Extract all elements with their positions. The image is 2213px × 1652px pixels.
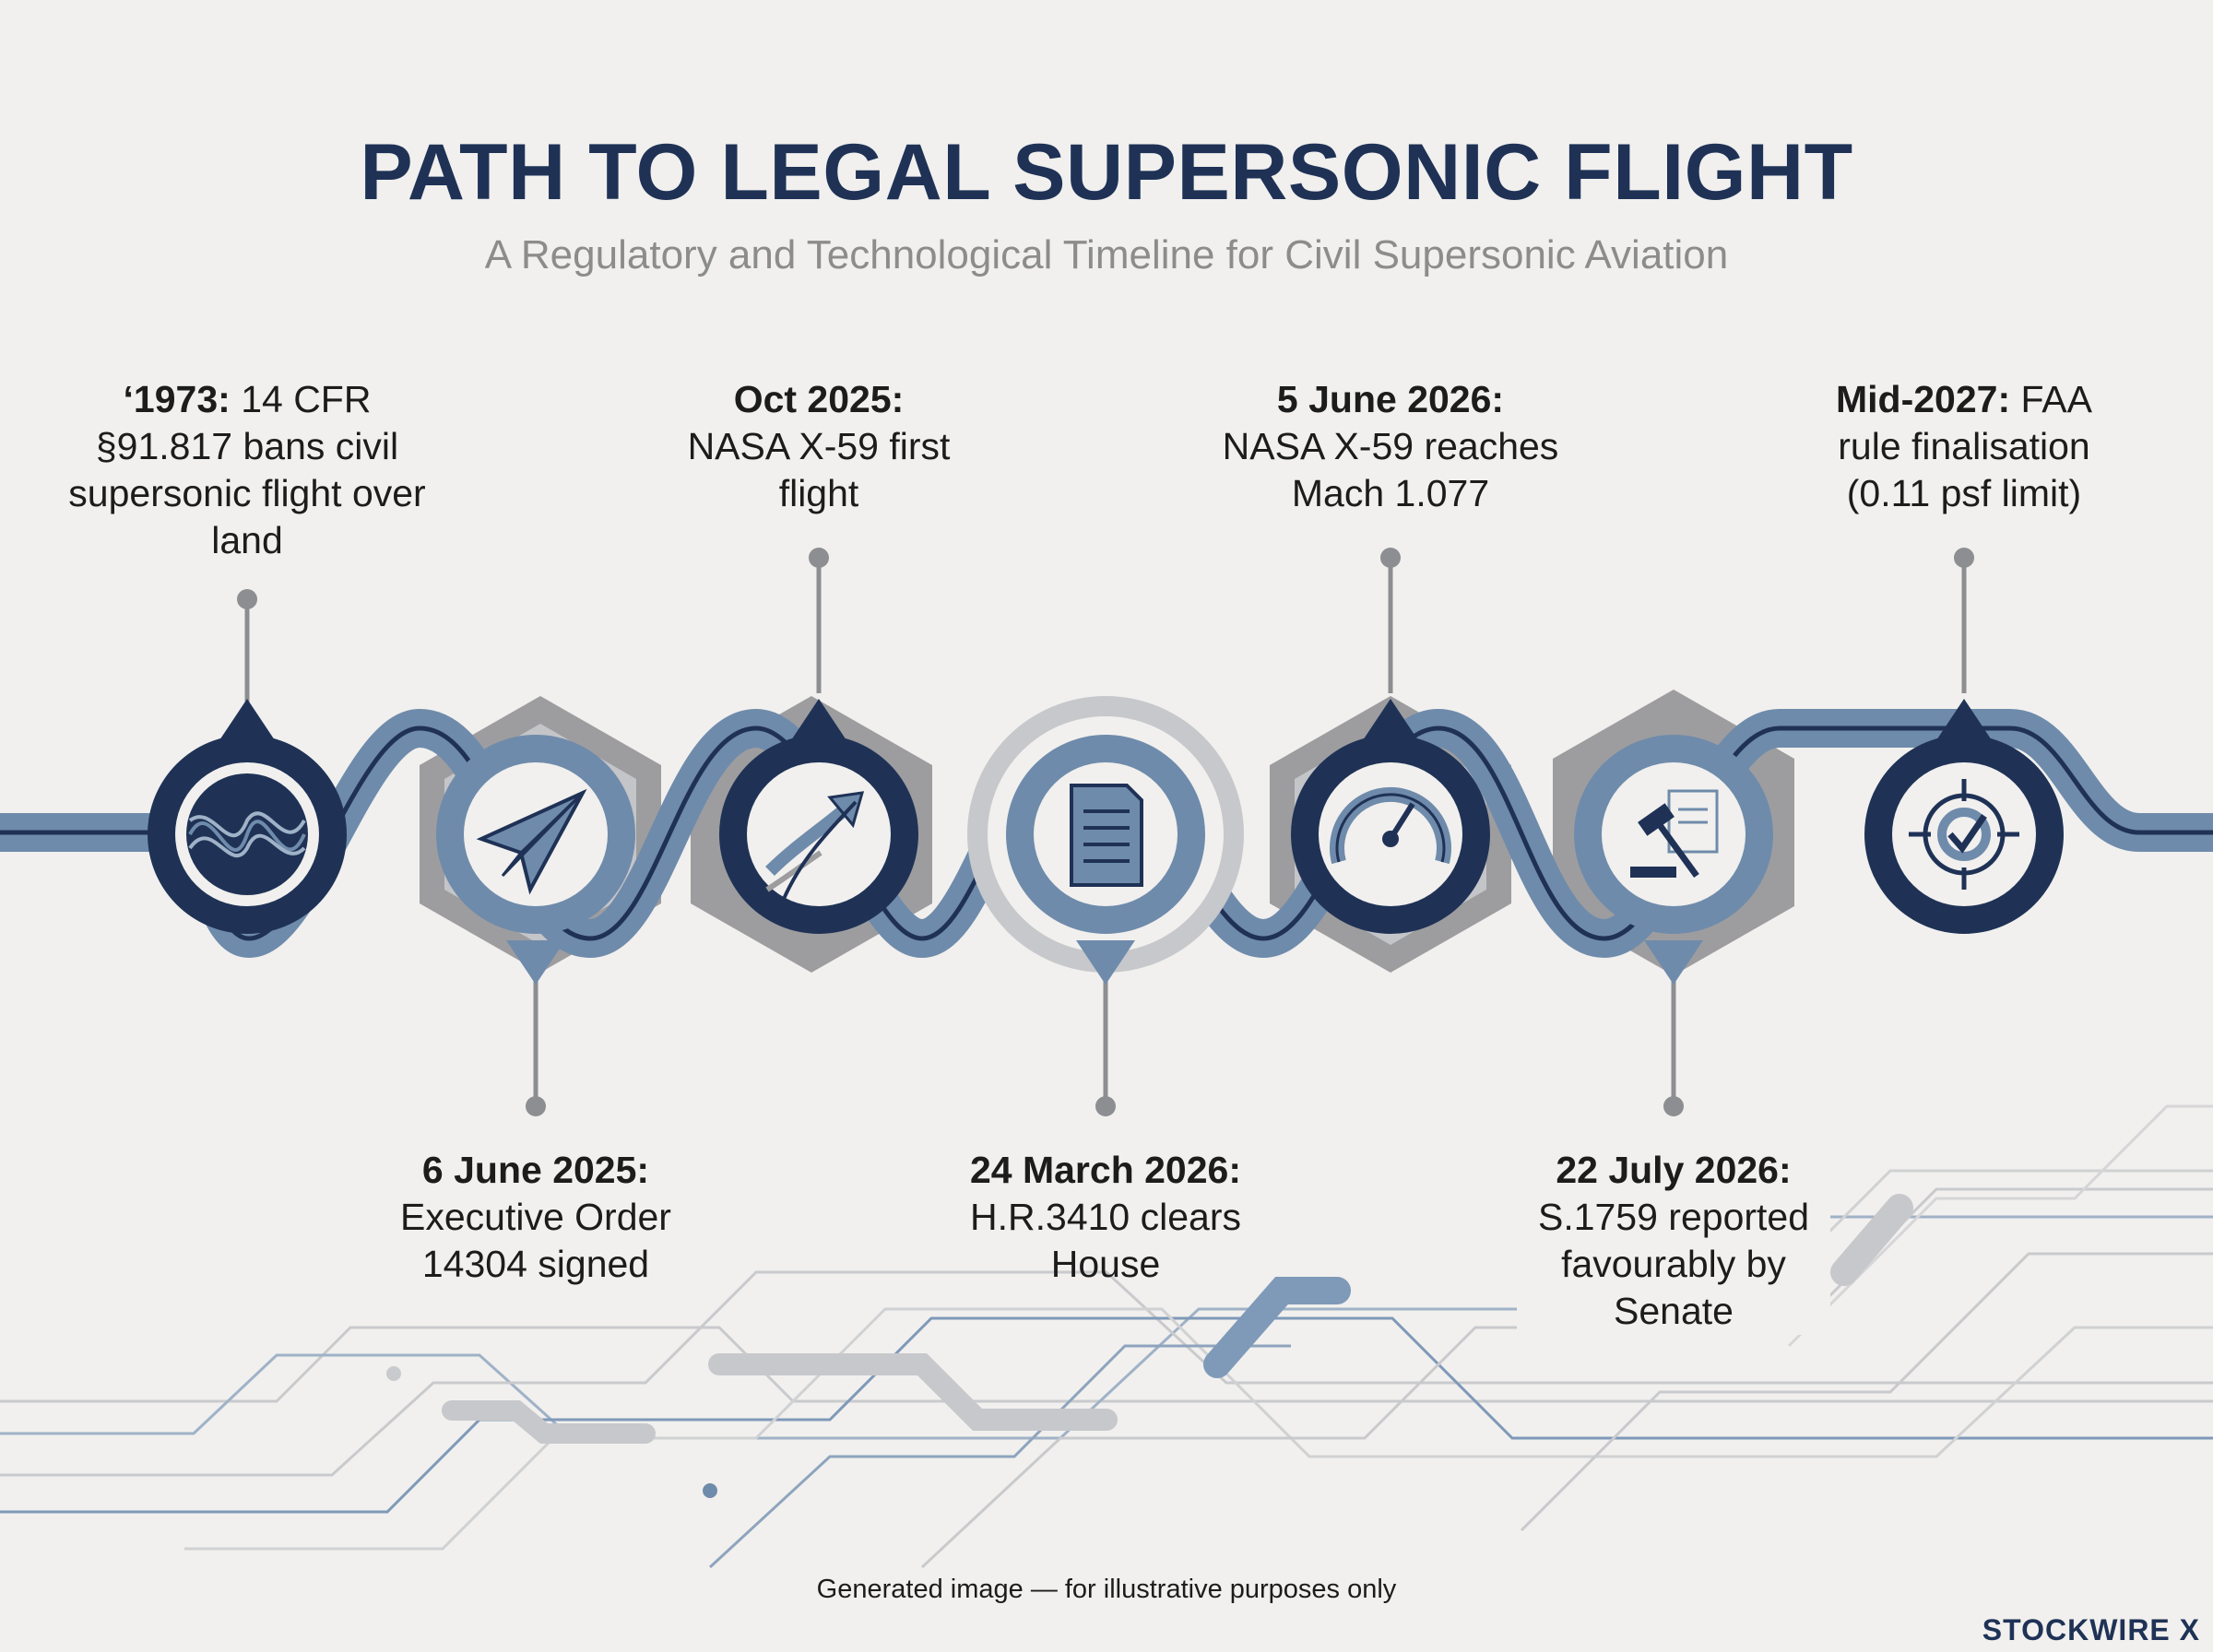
event-label-1973: ‘1973: 14 CFR §91.817 bans civil superso…	[53, 376, 441, 564]
timeline-node-1973	[148, 699, 347, 934]
takeoff-arrow-icon	[765, 791, 865, 900]
event-date: 24 March 2026:	[969, 1149, 1241, 1191]
timeline-node-oct-2025	[719, 699, 918, 934]
gavel-document-icon	[1630, 789, 1719, 879]
connector-lines	[244, 558, 1967, 1106]
event-text: 14 CFR §91.817 bans civil supersonic fli…	[68, 378, 426, 561]
event-label-oct-2025: Oct 2025: NASA X-59 first flight	[671, 376, 966, 517]
timeline-node-jul-2026	[1574, 735, 1773, 985]
waveform-icon	[188, 811, 306, 857]
target-check-icon	[1909, 779, 2019, 890]
event-date: 22 July 2026:	[1556, 1149, 1792, 1191]
connector-dots	[237, 548, 1974, 1116]
event-text: H.R.3410 clears House	[970, 1196, 1241, 1285]
page-title: PATH TO LEGAL SUPERSONIC FLIGHT	[360, 128, 1853, 217]
disclaimer-note: Generated image — for illustrative purpo…	[816, 1575, 1397, 1604]
circuit-band-decoration	[442, 1194, 1913, 1444]
brand-logo: STOCKWIRE X	[1982, 1613, 2200, 1646]
event-label-jun-2025: 6 June 2025: Executive Order 14304 signe…	[356, 1147, 716, 1288]
event-text: NASA X-59 first flight	[687, 425, 951, 514]
event-date: ‘1973:	[123, 378, 231, 420]
event-label-jul-2026: 22 July 2026: S.1759 reported favourably…	[1517, 1147, 1830, 1335]
event-text: S.1759 reported favourably by Senate	[1537, 1196, 1810, 1332]
event-label-jun-2026: 5 June 2026: NASA X-59 reaches Mach 1.07…	[1178, 376, 1603, 517]
event-text: FAA rule finalisation (0.11 psf limit)	[1838, 378, 2092, 514]
timeline-node-mid-2027	[1864, 699, 2064, 934]
event-label-mid-2027: Mid-2027: FAA rule finalisation (0.11 ps…	[1807, 376, 2121, 517]
event-date: 6 June 2025:	[421, 1149, 650, 1191]
speedometer-icon	[1330, 786, 1451, 865]
event-date: Mid-2027:	[1836, 378, 2011, 420]
event-date: Oct 2025:	[733, 378, 905, 420]
event-text: NASA X-59 reaches Mach 1.077	[1222, 425, 1559, 514]
page-subtitle: A Regulatory and Technological Timeline …	[484, 232, 1729, 277]
event-label-mar-2026: 24 March 2026: H.R.3410 clears House	[921, 1147, 1290, 1288]
paper-plane-icon	[476, 788, 587, 895]
circuit-lines-decoration	[0, 1104, 2213, 1569]
document-icon	[1070, 784, 1143, 887]
event-text: Executive Order 14304 signed	[400, 1196, 671, 1285]
timeline-node-mar-2026	[967, 696, 1244, 985]
event-date: 5 June 2026:	[1276, 378, 1505, 420]
timeline-node-jun-2025	[436, 735, 635, 985]
timeline-node-jun-2026	[1291, 699, 1490, 934]
